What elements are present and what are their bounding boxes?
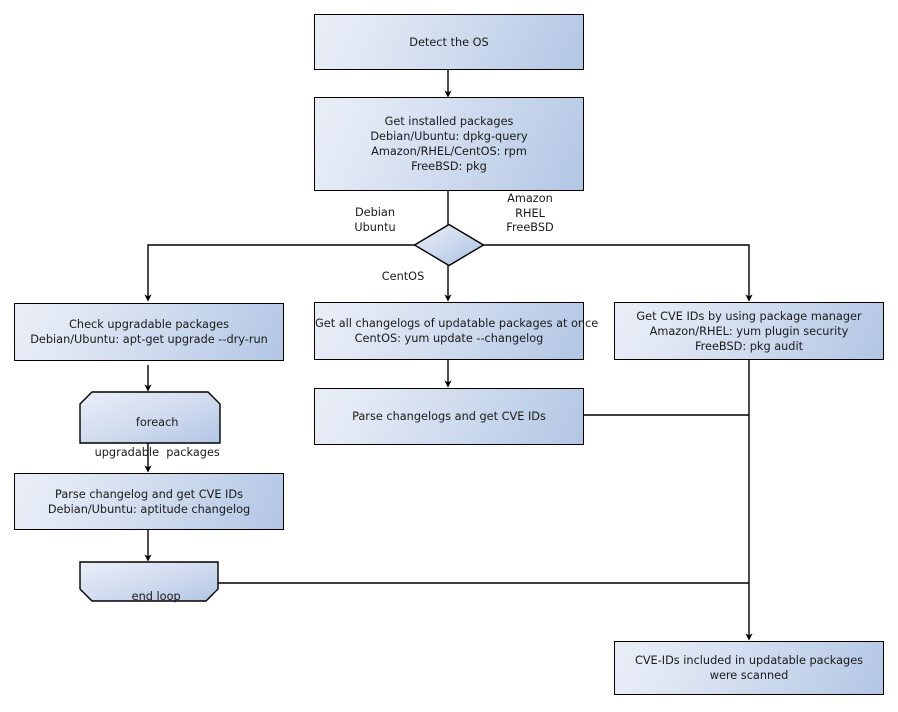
node-cve-ids-scanned[interactable]: CVE-IDs included in updatable packages w…	[614, 641, 884, 695]
node-cve-ids-scanned-label: CVE-IDs included in updatable packages w…	[615, 653, 883, 683]
line-2: Amazon/RHEL: yum plugin security	[649, 324, 849, 338]
edge-label-centos: CentOS	[381, 270, 425, 283]
line-2: Debian/Ubuntu: aptitude changelog	[47, 502, 251, 516]
node-parse-changelogs-multi-label: Parse changelogs and get CVE IDs	[352, 410, 546, 423]
node-get-installed-packages[interactable]: Get installed packages Debian/Ubuntu: dp…	[314, 97, 584, 191]
node-get-all-changelogs[interactable]: Get all changelogs of updatable packages…	[314, 302, 598, 360]
edge-decision-amazon	[483, 244, 753, 302]
node-check-upgradable-packages[interactable]: Check upgradable packages Debian/Ubuntu:…	[14, 303, 284, 361]
node-get-all-changelogs-label: Get all changelogs of updatable packages…	[315, 316, 598, 346]
node-foreach-loop-start[interactable]	[79, 391, 221, 444]
node-detect-os-label: Detect the OS	[409, 35, 489, 49]
line-4: FreeBSD: pkg	[411, 160, 487, 173]
line-3: FreeBSD: pkg audit	[694, 339, 804, 353]
line-2: upgradable packages	[94, 446, 220, 459]
line-1: Get CVE IDs by using package manager	[636, 309, 862, 323]
edge-label-amazon-rhel-freebsd: Amazon RHEL FreeBSD	[506, 192, 554, 234]
edge-decision-debian	[144, 244, 415, 302]
line-1: Parse changelog and get CVE IDs	[55, 487, 243, 501]
line-1: Get all changelogs of updatable packages…	[315, 317, 599, 330]
node-detect-os[interactable]: Detect the OS	[314, 14, 584, 70]
end-loop-text: end loop	[131, 590, 181, 603]
line-1: foreach	[135, 416, 179, 429]
line-2: Debian/Ubuntu: dpkg-query	[370, 130, 528, 143]
node-end-loop-label: end loop	[79, 574, 219, 619]
line-2: were scanned	[709, 669, 789, 682]
line-1: CVE-IDs included in updatable packages	[634, 654, 864, 667]
node-get-installed-packages-label: Get installed packages Debian/Ubuntu: dp…	[315, 114, 583, 174]
node-parse-changelog-single-label: Parse changelog and get CVE IDs Debian/U…	[15, 487, 283, 517]
line-2: Debian/Ubuntu: apt-get upgrade --dry-run	[30, 333, 268, 346]
line-1: Check upgradable packages	[69, 318, 229, 331]
node-foreach-loop-start-label: foreach upgradable packages	[79, 400, 221, 475]
node-os-decision[interactable]	[413, 223, 485, 267]
node-check-upgradable-packages-label: Check upgradable packages Debian/Ubuntu:…	[15, 317, 283, 347]
node-parse-changelog-single[interactable]: Parse changelog and get CVE IDs Debian/U…	[14, 473, 284, 530]
node-get-cve-ids-package-manager-label: Get CVE IDs by using package manager Ama…	[615, 309, 883, 354]
node-end-loop[interactable]	[79, 561, 219, 602]
line-3: Amazon/RHEL/CentOS: rpm	[371, 145, 527, 158]
node-get-cve-ids-package-manager[interactable]: Get CVE IDs by using package manager Ama…	[614, 302, 884, 360]
edge-label-debian-ubuntu: Debian Ubuntu	[354, 206, 396, 234]
line-1: Get installed packages	[384, 115, 514, 128]
node-parse-changelogs-multi[interactable]: Parse changelogs and get CVE IDs	[314, 388, 584, 445]
line-2: CentOS: yum update --changelog	[354, 332, 544, 345]
